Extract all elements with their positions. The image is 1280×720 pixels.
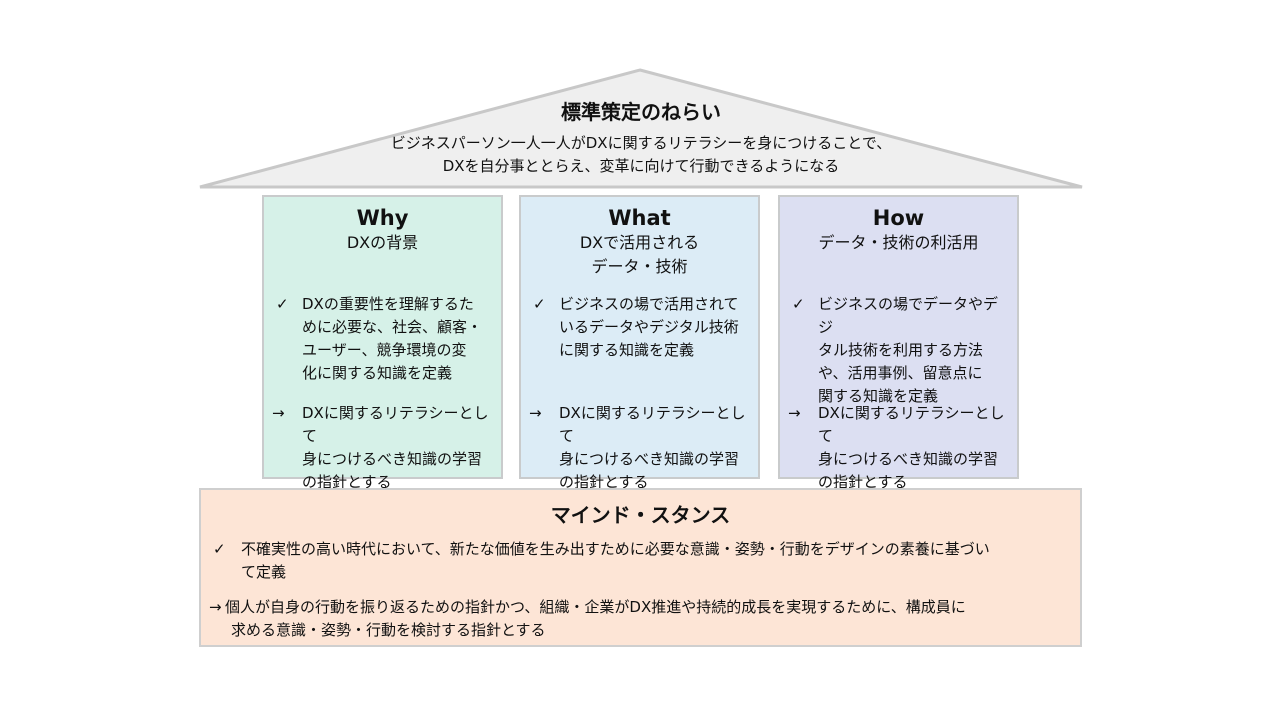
column-subtitle: DXで活用される [579,233,700,252]
column-title: What [608,206,671,230]
arrow-icon: → [272,404,285,422]
column-subtitle: データ・技術の利活用 [818,233,979,252]
arrow-item: → DXに関するリテラシーとして身につけるべき知識の学習の指針とする [529,402,752,494]
text-line: 身につけるべき知識の学習 [818,450,999,468]
text-line: 不確実性の高い時代において、新たな価値を生み出すために必要な意識・姿勢・行動をデ… [241,540,990,558]
check-icon: ✓ [213,540,226,558]
text-line: 身につけるべき知識の学習 [559,450,740,468]
arrow-icon: → [209,598,222,616]
text-line: いるデータやデジタル技術 [559,318,739,336]
roof-line: ビジネスパーソン一人一人がDXに関するリテラシーを身につけることで、 [390,134,892,152]
mind-stance-box: マインド・スタンス ✓ 不確実性の高い時代において、新たな価値を生み出すために必… [199,488,1082,647]
text-line: の指針とする [559,473,649,491]
column-title: Why [356,206,409,230]
text-line: に関する知識を定義 [559,341,695,359]
roof-shape [199,68,1083,189]
check-icon: ✓ [792,295,805,313]
text-line: や、活用事例、留意点に [818,364,983,382]
text-line: ユーザー、競争環境の変 [302,341,467,359]
check-icon: ✓ [276,295,289,313]
arrow-icon: → [788,404,801,422]
column-subtitle: DXの背景 [346,233,419,252]
text-line: 個人が自身の行動を振り返るための指針かつ、組織・企業がDX推進や持続的成長を実現… [225,598,966,616]
text-line: て定義 [241,563,287,581]
text-line: ビジネスの場で活用されて [559,295,739,313]
roof-line: DXを自分事ととらえ、変革に向けて行動できるようになる [442,157,840,175]
text-line: 関する知識を定義 [818,387,939,405]
text-line: ビジネスの場でデータやデジ [818,295,999,336]
column-title: How [872,206,925,230]
roof-title: 標準策定のねらい [561,100,721,124]
text-line: めに必要な、社会、顧客・ [302,318,483,336]
column-header: How データ・技術の利活用 [780,205,1017,255]
text-line: DXの重要性を理解するた [302,295,474,313]
mind-stance-check-item: ✓ 不確実性の高い時代において、新たな価値を生み出すために必要な意識・姿勢・行動… [209,538,1070,584]
check-item: ✓ ビジネスの場でデータやデジタル技術を利用する方法や、活用事例、留意点に関する知… [788,293,1011,408]
mind-stance-arrow-item: → 個人が自身の行動を振り返るための指針かつ、組織・企業がDX推進や持続的成長を… [209,596,1070,642]
check-item: ✓ DXの重要性を理解するために必要な、社会、顧客・ユーザー、競争環境の変化に関す… [272,293,495,385]
roof-description: ビジネスパーソン一人一人がDXに関するリテラシーを身につけることで、 DXを自分… [200,132,1082,178]
mind-stance-title: マインド・スタンス [550,503,731,527]
text-line: DXに関するリテラシーとして [818,404,1005,445]
check-icon: ✓ [533,295,546,313]
text-line: DXに関するリテラシーとして [302,404,489,445]
text-line: の指針とする [302,473,392,491]
check-item: ✓ ビジネスの場で活用されているデータやデジタル技術に関する知識を定義 [529,293,752,362]
text-line: 身につけるべき知識の学習 [302,450,483,468]
text-line: DXに関するリテラシーとして [559,404,746,445]
arrow-icon: → [529,404,542,422]
text-line: 求める意識・姿勢・行動を検討する指針とする [231,621,546,639]
arrow-item: → DXに関するリテラシーとして身につけるべき知識の学習の指針とする [272,402,495,494]
column-how: How データ・技術の利活用 ✓ ビジネスの場でデータやデジタル技術を利用する方法や、… [778,195,1019,491]
text-line: の指針とする [818,473,908,491]
column-subtitle: データ・技術 [591,257,688,276]
text-line: タル技術を利用する方法 [818,341,984,359]
arrow-item: → DXに関するリテラシーとして身につけるべき知識の学習の指針とする [788,402,1011,494]
text-line: 化に関する知識を定義 [302,364,453,382]
